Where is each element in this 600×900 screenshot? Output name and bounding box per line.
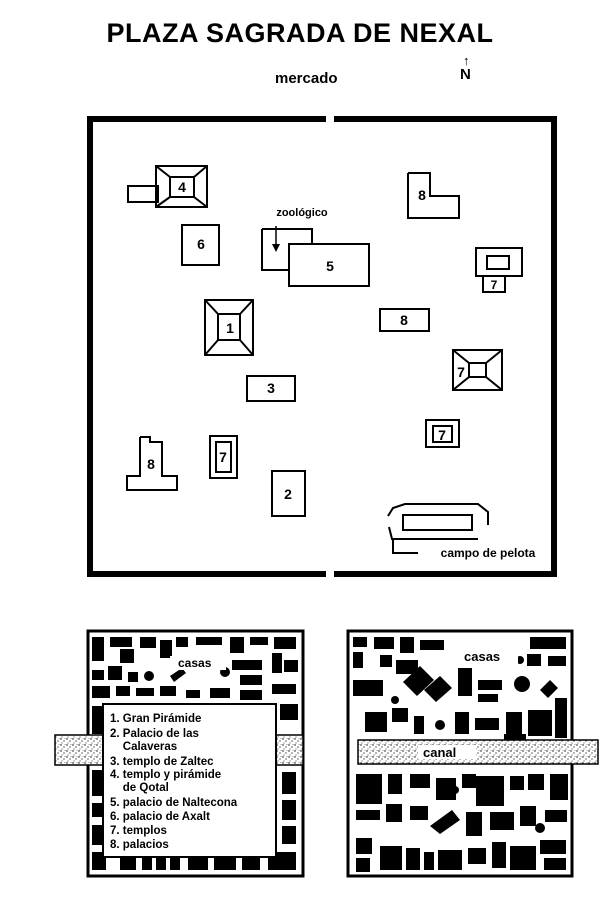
label-6: 6 (197, 236, 205, 252)
north-arrow-icon: ↑ (463, 53, 470, 68)
building-1 (204, 299, 254, 356)
legend-item: 4. templo y pirámide (110, 769, 221, 781)
building-5 (288, 243, 370, 287)
left-casas-bg (170, 656, 226, 670)
legend-item: 3. templo de Zaltec (110, 756, 214, 768)
legend-item: 7. templos (110, 825, 167, 837)
legend-item: 1. Gran Pirámide (110, 713, 201, 725)
label-7-pyramid: 7 (457, 364, 465, 380)
right-casas-label: casas (464, 649, 500, 664)
market-label: mercado (275, 70, 338, 87)
plaza-map (87, 114, 557, 579)
zoo-enclosure (261, 228, 313, 271)
left-city-panel (54, 629, 305, 878)
north-letter: N (460, 66, 471, 83)
label-8-north: 8 (418, 187, 426, 203)
plaza-wall (87, 116, 557, 577)
canal-label: canal (423, 745, 456, 760)
right-canal-band (357, 739, 599, 765)
building-7-west (209, 435, 238, 479)
right-houses (353, 637, 568, 872)
legend-item: de Qotal (110, 782, 169, 794)
right-canal-label-bg (418, 745, 476, 759)
building-7-small (425, 419, 460, 448)
building-8-west (126, 436, 178, 491)
label-7-east: 7 (491, 278, 498, 292)
plaza-gate-north (326, 114, 334, 124)
building-8-north (407, 172, 460, 219)
building-6 (181, 224, 220, 266)
zoo-arrowhead-icon (272, 244, 280, 252)
legend-list: 1. Gran Pirámide 2. Palacio de las Calav… (110, 713, 238, 851)
label-8-center: 8 (400, 312, 408, 328)
plaza-labels: 4 6 zoológico 5 8 7 1 8 7 3 7 8 7 2 camp… (147, 179, 536, 560)
right-city-panel (346, 629, 599, 878)
building-2 (271, 470, 306, 517)
building-7-pyramid (452, 349, 503, 391)
legend-item: 8. palacios (110, 839, 169, 851)
label-zoo: zoológico (276, 207, 328, 219)
legend-item: 2. Palacio de las (110, 728, 199, 740)
label-5: 5 (326, 258, 334, 274)
ballcourt (387, 503, 489, 554)
label-1: 1 (226, 320, 234, 336)
label-7-small: 7 (438, 427, 446, 443)
building-3 (246, 375, 296, 402)
legend-item: 5. palacio de Naltecona (110, 797, 238, 809)
map-title: PLAZA SAGRADA DE NEXAL (106, 18, 494, 48)
label-4: 4 (178, 179, 186, 195)
label-2: 2 (284, 486, 292, 502)
right-casas-bg (462, 648, 518, 664)
building-4 (127, 165, 208, 208)
plaza-gate-south (326, 569, 334, 579)
building-8-center (379, 308, 430, 332)
label-3: 3 (267, 380, 275, 396)
left-houses (92, 637, 298, 870)
label-7-west: 7 (219, 449, 227, 465)
legend-box (102, 703, 277, 858)
building-7-east (475, 247, 523, 293)
legend-item: Calaveras (110, 741, 177, 753)
label-8-west: 8 (147, 456, 155, 472)
label-ballcourt: campo de pelota (441, 546, 536, 560)
left-casas-label: casas (178, 656, 212, 670)
legend-item: 6. palacio de Axalt (110, 811, 210, 823)
